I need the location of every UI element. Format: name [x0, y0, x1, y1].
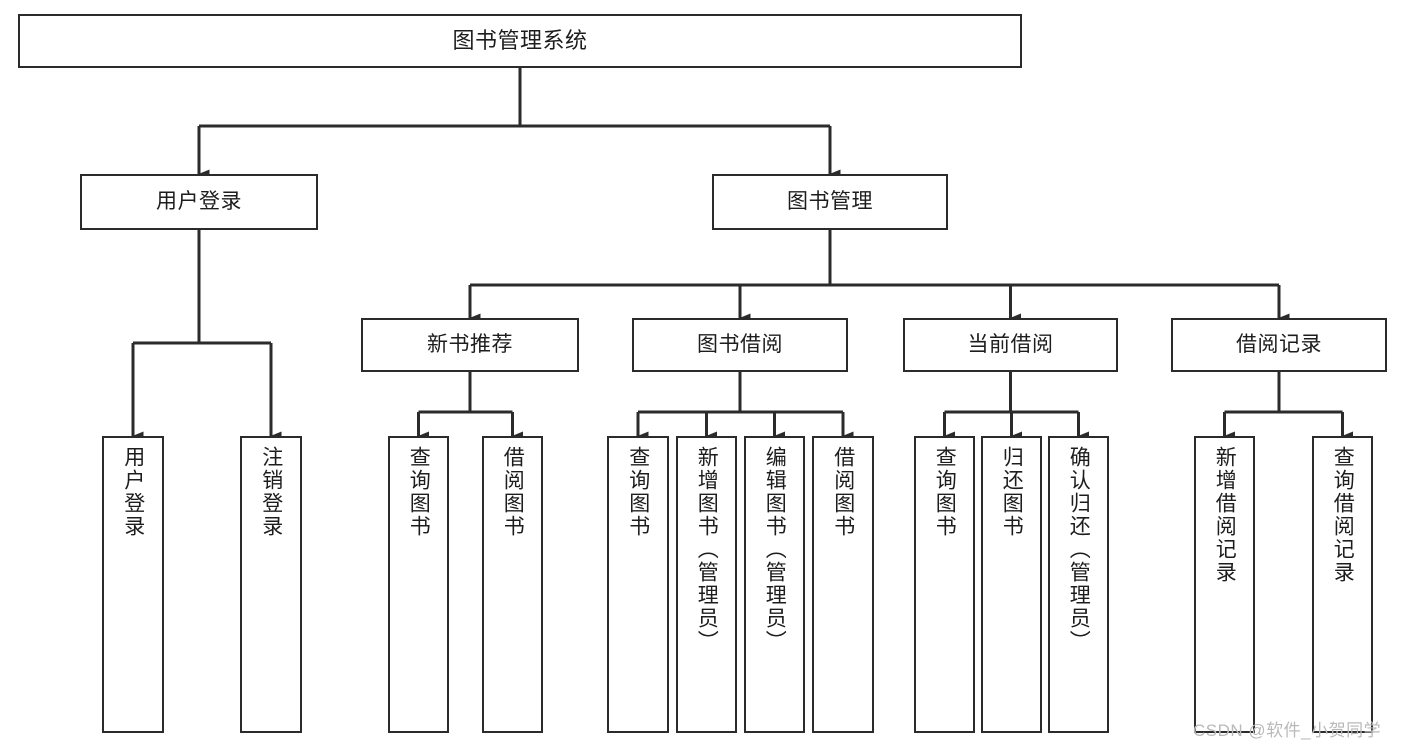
node-root[interactable]: 图书管理系统: [18, 14, 1022, 68]
node-label: 图书管理: [787, 190, 873, 214]
node-label: 新增借阅记录: [1213, 446, 1237, 584]
node-leaf_new1[interactable]: 查询图书: [388, 436, 449, 733]
node-leaf_login1[interactable]: 用户登录: [102, 436, 164, 733]
node-label: 用户登录: [156, 190, 242, 214]
node-label: 当前借阅: [967, 333, 1054, 357]
node-label: 新书推荐: [427, 333, 513, 357]
node-label: 新增图书（管理员）: [695, 446, 719, 653]
node-leaf_rec1[interactable]: 新增借阅记录: [1194, 436, 1255, 733]
node-label: 查询图书: [933, 446, 957, 538]
node-l2d[interactable]: 借阅记录: [1171, 318, 1387, 372]
node-label: 注销登录: [259, 446, 283, 538]
node-l1a[interactable]: 用户登录: [80, 174, 318, 230]
node-leaf_new2[interactable]: 借阅图书: [482, 436, 543, 733]
node-leaf_cur2[interactable]: 归还图书: [981, 436, 1042, 733]
node-label: 查询图书: [407, 446, 431, 538]
node-l2a[interactable]: 新书推荐: [361, 318, 579, 372]
node-leaf_bor3[interactable]: 编辑图书（管理员）: [744, 436, 805, 733]
node-leaf_rec2[interactable]: 查询借阅记录: [1312, 436, 1373, 733]
node-label: 查询图书: [626, 446, 650, 538]
node-label: 借阅图书: [501, 446, 525, 538]
csdn-watermark: CSDN @软件_小贺同学: [1193, 721, 1382, 740]
node-label: 编辑图书（管理员）: [763, 446, 787, 653]
node-leaf_login2[interactable]: 注销登录: [240, 436, 302, 733]
node-leaf_cur3[interactable]: 确认归还（管理员）: [1048, 436, 1109, 733]
node-leaf_bor4[interactable]: 借阅图书: [812, 436, 874, 733]
node-label: 图书管理系统: [452, 27, 588, 53]
node-leaf_bor2[interactable]: 新增图书（管理员）: [676, 436, 737, 733]
node-label: 确认归还（管理员）: [1067, 446, 1091, 653]
node-label: 用户登录: [121, 446, 145, 538]
node-l2c[interactable]: 当前借阅: [903, 318, 1118, 372]
node-label: 图书借阅: [697, 333, 783, 357]
node-l2b[interactable]: 图书借阅: [632, 318, 848, 372]
node-leaf_cur1[interactable]: 查询图书: [914, 436, 975, 733]
node-label: 借阅记录: [1236, 333, 1322, 357]
node-l1b[interactable]: 图书管理: [712, 174, 948, 230]
node-label: 借阅图书: [831, 446, 855, 538]
node-leaf_bor1[interactable]: 查询图书: [607, 436, 669, 733]
node-label: 归还图书: [1000, 446, 1024, 538]
node-label: 查询借阅记录: [1331, 446, 1355, 584]
